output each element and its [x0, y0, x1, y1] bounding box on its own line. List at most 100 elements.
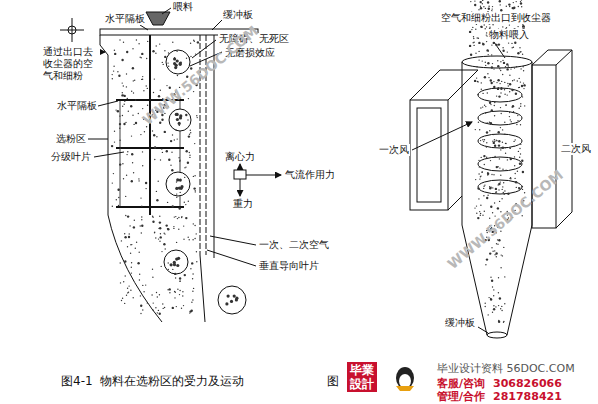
particle-dot	[479, 211, 480, 212]
particle-dot	[491, 82, 493, 84]
particle-dot	[480, 175, 481, 176]
particle-dot	[154, 146, 156, 148]
particle-dot	[112, 182, 113, 183]
particle-dot	[487, 195, 488, 196]
particle-dot	[183, 239, 184, 240]
particle-dot	[487, 1, 489, 3]
particle-dot	[112, 78, 113, 79]
particle-dot	[189, 134, 190, 135]
particle-dot	[504, 122, 505, 123]
particle-dot	[173, 57, 176, 60]
particle-dot	[488, 50, 489, 51]
particle-dot	[175, 277, 176, 278]
particle-dot	[497, 207, 499, 209]
particle-dot	[160, 233, 161, 234]
particle-dot	[520, 153, 521, 154]
particle-dot	[502, 47, 503, 48]
particle-dot	[477, 94, 478, 95]
particle-dot	[190, 268, 191, 269]
particle-dot	[168, 52, 169, 53]
particle-dot	[175, 216, 176, 217]
particle-dot	[503, 192, 504, 193]
particle-dot	[193, 223, 194, 224]
particle-dot	[132, 67, 134, 69]
particle-dot	[122, 115, 123, 116]
particle-dot	[124, 303, 125, 304]
particle-dot	[519, 163, 521, 165]
particle-dot	[127, 292, 128, 293]
particle-dot	[514, 67, 515, 68]
particle-dot	[114, 53, 116, 55]
particle-dot	[478, 9, 479, 10]
particle-dot	[496, 140, 497, 141]
particle-dot	[147, 41, 148, 42]
particle-dot	[502, 60, 503, 61]
particle-dot	[141, 206, 142, 207]
particle-dot	[495, 192, 496, 193]
particle-dot	[114, 131, 115, 132]
particle-dot	[132, 115, 133, 116]
particle-dot	[517, 115, 518, 116]
particle-dot	[121, 94, 123, 96]
particle-dot	[520, 51, 521, 52]
particle-dot	[504, 82, 505, 83]
particle-dot	[155, 237, 156, 238]
particle-dot	[176, 118, 179, 121]
particle-dot	[522, 186, 523, 187]
particle-dot	[485, 62, 486, 63]
particle-dot	[136, 39, 137, 40]
particle-dot	[515, 93, 517, 95]
particle-dot	[496, 140, 497, 141]
particle-dot	[486, 258, 488, 260]
particle-dot	[517, 80, 518, 81]
particle-dot	[498, 183, 500, 185]
particle-dot	[122, 92, 123, 93]
particle-dot	[122, 106, 123, 107]
particle-dot	[490, 122, 492, 124]
particle-dot	[167, 62, 168, 63]
particle-dot	[163, 243, 165, 245]
particle-dot	[503, 182, 504, 183]
particle-dot	[142, 108, 143, 109]
particle-dot	[146, 58, 147, 59]
particle-dot	[180, 187, 183, 190]
particle-dot	[520, 68, 521, 69]
particle-dot	[498, 305, 499, 306]
particle-dot	[181, 217, 182, 218]
particle-dot	[512, 107, 513, 108]
particle-dot	[114, 141, 115, 142]
particle-dot	[174, 297, 175, 298]
particle-dot	[160, 90, 161, 91]
particle-dot	[143, 90, 144, 91]
particle-dot	[520, 81, 521, 82]
particle-dot	[186, 58, 187, 59]
particle-dot	[512, 47, 513, 48]
particle-dot	[502, 50, 504, 52]
particle-dot	[118, 197, 119, 198]
particle-dot	[169, 292, 170, 293]
particle-dot	[510, 178, 511, 179]
particle-dot	[486, 49, 488, 51]
particle-dot	[480, 140, 481, 141]
particle-dot	[504, 134, 505, 135]
particle-dot	[188, 201, 189, 202]
particle-dot	[161, 148, 162, 149]
particle-dot	[491, 174, 492, 175]
particle-dot	[179, 116, 182, 119]
particle-dot	[491, 109, 493, 111]
particle-dot	[501, 198, 502, 199]
particle-dot	[152, 130, 153, 131]
particle-dot	[485, 306, 486, 307]
particle-dot	[136, 242, 137, 243]
particle-dot	[491, 54, 492, 55]
particle-dot	[488, 54, 489, 55]
particle-dot	[473, 45, 474, 46]
particle-dot	[126, 295, 127, 296]
particle-dot	[486, 197, 488, 199]
particle-dot	[488, 77, 489, 78]
particle-dot	[507, 83, 508, 84]
particle-dot	[503, 322, 504, 323]
particle-dot	[141, 57, 142, 58]
particle-dot	[484, 76, 486, 78]
particle-dot	[500, 175, 501, 176]
